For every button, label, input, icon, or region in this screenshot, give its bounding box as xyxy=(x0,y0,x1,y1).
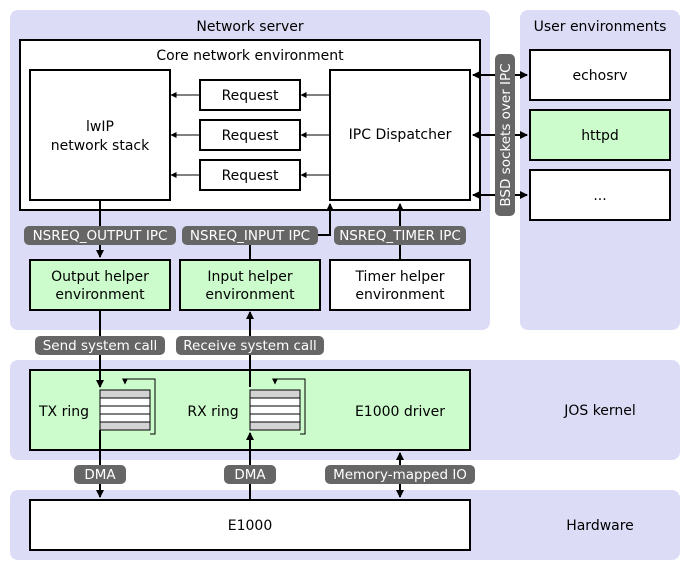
user-environments-title: User environments xyxy=(534,19,667,35)
httpd-label: httpd xyxy=(581,128,619,144)
request-label-2: Request xyxy=(222,128,279,144)
send-syscall-pill xyxy=(35,336,165,355)
timer-helper-line2: environment xyxy=(355,287,445,303)
e1000-device-label: E1000 xyxy=(228,518,272,534)
request-label-3: Request xyxy=(222,168,279,184)
lwip-label-line2: network stack xyxy=(51,138,150,154)
ellipsis-env-box xyxy=(529,169,671,221)
dma-rx-label: DMA xyxy=(234,467,266,483)
rx-ring-label: RX ring xyxy=(187,404,238,420)
jos-kernel-title: JOS kernel xyxy=(563,403,636,419)
request-label-1: Request xyxy=(222,88,279,104)
ellipsis-env-label: ... xyxy=(593,188,606,204)
nsreq-input-pill xyxy=(182,226,318,245)
mmio-pill xyxy=(325,465,475,484)
send-syscall-label: Send system call xyxy=(43,338,158,354)
network-server-title: Network server xyxy=(196,19,303,35)
ipc-dispatcher-box xyxy=(329,69,471,201)
tx-ring-label: TX ring xyxy=(38,404,89,420)
httpd-box xyxy=(529,109,671,161)
nsreq-timer-label: NSREQ_TIMER IPC xyxy=(339,228,461,244)
e1000-driver-label: E1000 driver xyxy=(355,404,445,420)
input-helper-line2: environment xyxy=(205,287,295,303)
echosrv-box xyxy=(529,49,671,101)
input-helper-line1: Input helper xyxy=(207,269,293,285)
tx-ring-icon xyxy=(99,378,156,435)
request-box-1 xyxy=(199,79,301,111)
lwip-label-line1: lwIP xyxy=(86,119,114,135)
lwip-stack-box xyxy=(29,69,171,201)
hardware-title: Hardware xyxy=(566,518,634,534)
output-helper-line2: environment xyxy=(55,287,145,303)
dma-tx-pill xyxy=(74,465,126,484)
ipc-dispatcher-label: IPC Dispatcher xyxy=(349,127,452,143)
rx-ring-icon xyxy=(249,378,306,435)
timer-helper-line1: Timer helper xyxy=(354,269,444,285)
e1000-device-box xyxy=(29,499,471,551)
request-box-3 xyxy=(199,159,301,191)
nsreq-input-label: NSREQ_INPUT IPC xyxy=(190,228,310,244)
nsreq-output-pill xyxy=(24,226,176,245)
bsd-sockets-pill xyxy=(495,54,515,216)
nsreq-timer-pill xyxy=(334,226,466,245)
output-helper-line1: Output helper xyxy=(51,269,149,285)
receive-syscall-label: Receive system call xyxy=(183,338,316,354)
nsreq-output-label: NSREQ_OUTPUT IPC xyxy=(33,228,168,244)
core-network-environment-title: Core network environment xyxy=(156,48,344,64)
receive-syscall-pill xyxy=(176,336,324,355)
bsd-sockets-label: BSD sockets over IPC xyxy=(498,63,514,206)
dma-tx-label: DMA xyxy=(84,467,116,483)
timer-helper-box xyxy=(329,259,471,311)
dma-rx-pill xyxy=(224,465,276,484)
mmio-label: Memory-mapped IO xyxy=(333,467,467,483)
echosrv-label: echosrv xyxy=(572,68,627,84)
